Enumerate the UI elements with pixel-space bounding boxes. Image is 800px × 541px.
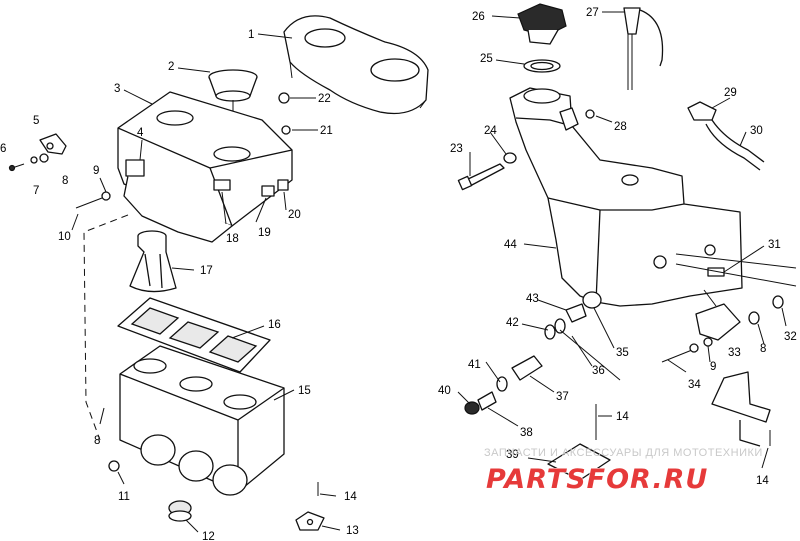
part-16-gasket <box>117 297 271 373</box>
callout-32: 32 <box>784 331 797 343</box>
part-27-fuel-sender <box>623 7 664 90</box>
part-11-grommet <box>108 460 120 472</box>
part-2-intake-boot <box>208 69 258 148</box>
callout-20: 20 <box>288 209 301 221</box>
assembly-line-left <box>83 214 129 441</box>
part-8-nut-right <box>748 311 760 325</box>
part-40-nut <box>464 401 480 415</box>
watermark-logo: PARTSFOR.RU <box>486 464 708 495</box>
part-6-screw <box>8 163 25 172</box>
callout-13: 13 <box>346 525 359 537</box>
part-30-vent-hose <box>705 119 765 171</box>
callout-2: 2 <box>168 61 174 73</box>
callout-38: 38 <box>520 427 533 439</box>
callout-8b: 8 <box>94 435 100 447</box>
callout-9b: 9 <box>710 361 716 373</box>
callout-5: 5 <box>33 115 39 127</box>
callout-10: 10 <box>58 231 71 243</box>
callout-35: 35 <box>616 347 629 359</box>
part-1-silencer-cover <box>283 15 429 115</box>
callout-37: 37 <box>556 391 569 403</box>
callout-31: 31 <box>768 239 781 251</box>
callout-19: 19 <box>258 227 271 239</box>
part-35-fitting <box>582 291 602 309</box>
part-42-clamp <box>544 318 566 340</box>
watermark: ЗАПЧАСТИ И АКСЕССУАРЫ ДЛЯ МОТОТЕХНИКИ PA… <box>484 447 763 496</box>
callout-3: 3 <box>114 83 120 95</box>
callout-1: 1 <box>248 29 254 41</box>
part-31-strap <box>695 289 741 341</box>
part-9-10-bolt <box>75 191 111 209</box>
part-3-airbox-upper <box>117 91 293 243</box>
watermark-tagline: ЗАПЧАСТИ И АКСЕССУАРЫ ДЛЯ МОТОТЕХНИКИ <box>484 447 763 459</box>
callout-36: 36 <box>592 365 605 377</box>
callout-25: 25 <box>480 53 493 65</box>
callout-9a: 9 <box>93 165 99 177</box>
callout-17: 17 <box>200 265 213 277</box>
part-13-bracket <box>295 511 325 531</box>
part-33-bracket <box>711 371 771 447</box>
callout-7: 7 <box>33 185 39 197</box>
part-44-fuel-tank <box>509 87 743 307</box>
callout-11: 11 <box>118 491 130 503</box>
part-39-mount <box>547 404 611 481</box>
callout-29: 29 <box>724 87 737 99</box>
part-43-connector <box>565 303 587 323</box>
callout-15: 15 <box>298 385 311 397</box>
callout-39: 39 <box>506 449 519 461</box>
part-21-22-fasteners <box>278 92 291 135</box>
part-15-carb-box <box>119 345 285 496</box>
callout-4: 4 <box>137 127 144 139</box>
part-24-washer <box>503 152 517 164</box>
callout-12: 12 <box>202 531 215 541</box>
part-8-nut <box>39 153 49 163</box>
callout-34: 34 <box>688 379 701 391</box>
callout-14c: 14 <box>756 475 769 487</box>
part-12-cap <box>168 500 192 522</box>
callout-33: 33 <box>728 347 741 359</box>
callout-18: 18 <box>226 233 239 245</box>
part-29-vent-fitting <box>687 101 717 121</box>
part-34-bolt <box>661 343 699 363</box>
part-28-screw <box>585 109 595 119</box>
callout-21: 21 <box>320 125 333 137</box>
part-23-bolt <box>457 163 505 191</box>
callout-22: 22 <box>318 93 331 105</box>
callout-41: 41 <box>468 359 481 371</box>
callout-28: 28 <box>614 121 627 133</box>
callout-8c: 8 <box>760 343 766 355</box>
callout-23: 23 <box>450 143 463 155</box>
part-32-washer <box>772 295 784 309</box>
part-25-cap-gasket <box>523 59 561 73</box>
callout-6: 6 <box>0 143 6 155</box>
part-5-clamp <box>39 133 67 155</box>
callout-16: 16 <box>268 319 281 331</box>
part-38-line <box>477 391 497 411</box>
callout-14a: 14 <box>344 491 357 503</box>
part-26-fuel-cap <box>517 3 567 45</box>
part-7-washer <box>30 156 38 164</box>
callout-8a: 8 <box>62 175 68 187</box>
part-9-washer-right <box>703 337 713 347</box>
callout-24: 24 <box>484 125 497 137</box>
callout-labels: 1 2 3 4 5 6 7 8 9 10 17 16 15 8 11 12 13… <box>0 7 797 541</box>
callout-27: 27 <box>586 7 599 19</box>
callout-14b: 14 <box>616 411 629 423</box>
callout-40: 40 <box>438 385 451 397</box>
callout-44: 44 <box>504 239 517 251</box>
callout-43: 43 <box>526 293 539 305</box>
callout-26: 26 <box>472 11 485 23</box>
callout-30: 30 <box>750 125 763 137</box>
part-36-fuel-line <box>559 329 621 381</box>
part-37-filter <box>511 355 543 381</box>
part-17-intake-tube <box>129 230 177 293</box>
callout-42: 42 <box>506 317 519 329</box>
